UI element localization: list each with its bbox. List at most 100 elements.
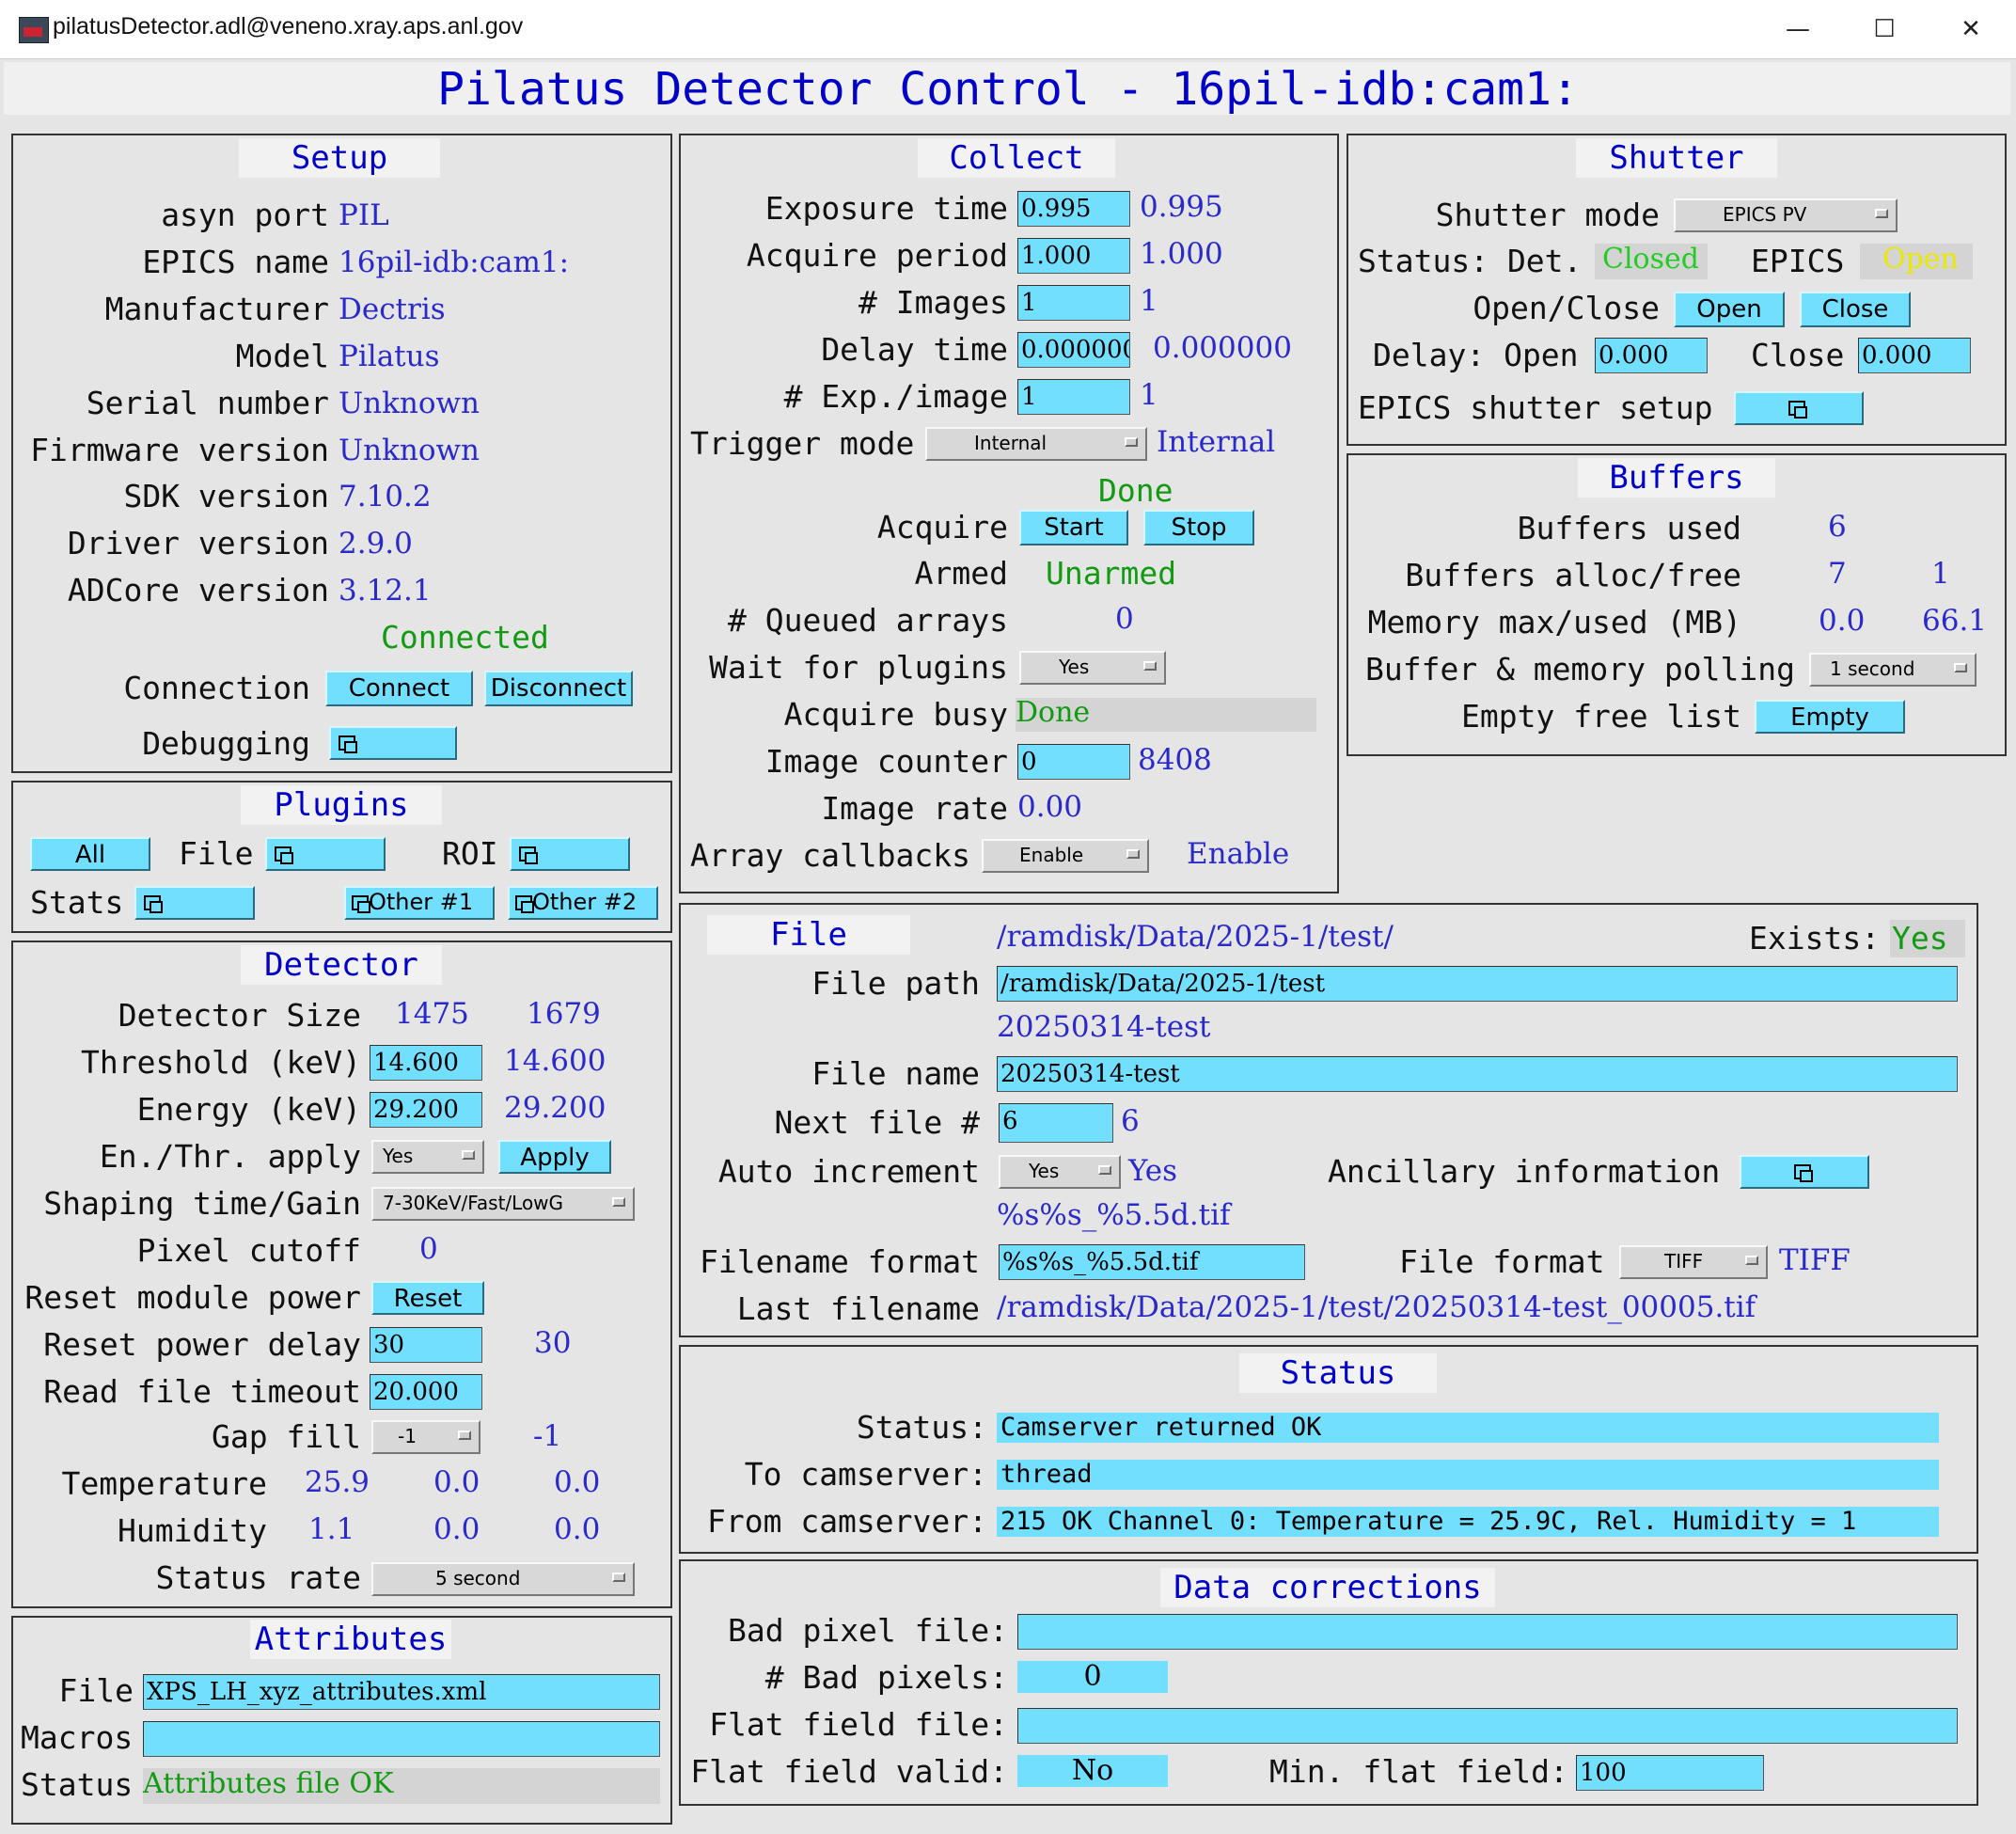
epics-status-box xyxy=(1860,244,1973,279)
bad-pixel-file-input[interactable] xyxy=(1017,1614,1958,1650)
num-images-label: # Images xyxy=(858,284,1008,321)
trigger-mode-menu[interactable]: Internal xyxy=(925,427,1147,461)
related-display-icon xyxy=(1788,401,1807,419)
status-message: Camserver returned OK xyxy=(997,1413,1939,1443)
stop-button[interactable]: Stop xyxy=(1143,510,1254,545)
status-label: Status: xyxy=(856,1409,987,1446)
threshold-input[interactable]: 14.600 xyxy=(370,1045,482,1081)
manufacturer-value: Dectris xyxy=(339,292,446,326)
plugins-stats-related-display[interactable] xyxy=(134,886,255,920)
num-images-input[interactable]: 1 xyxy=(1017,285,1130,321)
reset-delay-input[interactable]: 30 xyxy=(370,1327,482,1363)
file-format-menu[interactable]: TIFF xyxy=(1619,1245,1768,1279)
status-rate-menu[interactable]: 5 second xyxy=(371,1562,635,1596)
to-camserver-label: To camserver: xyxy=(744,1456,987,1493)
read-timeout-input[interactable]: 20.000 xyxy=(370,1374,482,1410)
acquire-period-input[interactable]: 1.000 xyxy=(1017,238,1130,274)
delay-close-input[interactable]: 0.000 xyxy=(1858,338,1971,373)
shaping-menu[interactable]: 7-30KeV/Fast/LowG xyxy=(371,1187,635,1221)
detector-size-label: Detector Size xyxy=(118,997,361,1034)
file-path-readback: /ramdisk/Data/2025-1/test/ xyxy=(997,920,1394,954)
shutter-mode-menu[interactable]: EPICS PV xyxy=(1674,198,1898,232)
flat-field-valid-label: Flat field valid: xyxy=(690,1753,1008,1790)
shutter-status-label: Status: Det. xyxy=(1358,243,1583,279)
related-display-icon xyxy=(519,846,538,864)
exists-box xyxy=(1890,920,1965,957)
shaping-label: Shaping time/Gain xyxy=(43,1185,361,1222)
auto-increment-menu[interactable]: Yes xyxy=(999,1155,1121,1189)
minimize-icon[interactable]: — xyxy=(1786,15,1810,43)
shutter-setup-label: EPICS shutter setup xyxy=(1358,389,1713,426)
attributes-status: Attributes file OK xyxy=(143,1767,394,1800)
driver-version-value: 2.9.0 xyxy=(339,527,413,561)
polling-menu[interactable]: 1 second xyxy=(1809,653,1977,687)
empty-button[interactable]: Empty xyxy=(1755,700,1905,734)
temperature-label: Temperature xyxy=(61,1465,267,1502)
attributes-file-input[interactable]: XPS_LH_xyz_attributes.xml xyxy=(143,1674,660,1710)
apply-button[interactable]: Apply xyxy=(498,1140,611,1174)
en-thr-apply-menu[interactable]: Yes xyxy=(371,1140,484,1174)
buffers-alloc-label: Buffers alloc/free xyxy=(1405,557,1741,593)
plugins-file-related-display[interactable] xyxy=(265,837,386,871)
file-name-input[interactable]: 20250314-test xyxy=(997,1056,1958,1092)
min-flat-field-input[interactable]: 100 xyxy=(1576,1755,1764,1791)
close-icon[interactable]: ✕ xyxy=(1961,15,1981,43)
file-path-input[interactable]: /ramdisk/Data/2025-1/test xyxy=(997,966,1958,1002)
acquire-busy-label: Acquire busy xyxy=(783,696,1008,733)
window-title: pilatusDetector.adl@veneno.xray.aps.anl.… xyxy=(53,13,524,40)
image-rate-label: Image rate xyxy=(821,790,1008,827)
gap-fill-menu[interactable]: -1 xyxy=(371,1420,480,1454)
shutter-open-button[interactable]: Open xyxy=(1674,292,1785,327)
filename-format-input[interactable]: %s%s_%5.5d.tif xyxy=(999,1244,1305,1280)
wait-for-plugins-menu[interactable]: Yes xyxy=(1019,651,1166,685)
plugins-other1-related-display[interactable]: Other #1 xyxy=(344,886,495,920)
humidity-1: 1.1 xyxy=(308,1512,355,1546)
disconnect-button[interactable]: Disconnect xyxy=(484,671,633,706)
next-file-label: Next file # xyxy=(774,1104,980,1141)
queued-arrays-label: # Queued arrays xyxy=(727,602,1008,639)
delay-time-input[interactable]: 0.000000 xyxy=(1017,332,1130,368)
array-callbacks-menu[interactable]: Enable xyxy=(982,839,1149,873)
delay-open-input[interactable]: 0.000 xyxy=(1595,338,1708,373)
plugins-roi-label: ROI xyxy=(442,835,498,872)
connection-status: Connected xyxy=(381,619,549,656)
en-thr-apply-label: En./Thr. apply xyxy=(99,1138,361,1175)
reset-delay-readback: 30 xyxy=(534,1326,572,1360)
shutter-title: Shutter xyxy=(1576,138,1777,178)
reset-button[interactable]: Reset xyxy=(371,1281,484,1315)
start-button[interactable]: Start xyxy=(1019,510,1128,545)
menu-indicator-icon xyxy=(458,1431,471,1440)
image-rate-value: 0.00 xyxy=(1017,790,1083,824)
plugins-all-button[interactable]: All xyxy=(30,837,150,871)
delay-open-label: Delay: Open xyxy=(1373,337,1579,373)
plugins-other2-related-display[interactable]: Other #2 xyxy=(508,886,658,920)
asyn-port-label: asyn port xyxy=(161,197,329,233)
energy-input[interactable]: 29.200 xyxy=(370,1092,482,1128)
epics-name-value: 16pil-idb:cam1: xyxy=(339,245,570,279)
shutter-setup-related-display[interactable] xyxy=(1734,391,1864,425)
energy-readback: 29.200 xyxy=(504,1091,606,1125)
array-callbacks-readback: Enable xyxy=(1187,837,1290,871)
debugging-related-display[interactable] xyxy=(329,726,457,760)
buffers-used-label: Buffers used xyxy=(1517,510,1741,546)
exposure-time-input[interactable]: 0.995 xyxy=(1017,191,1130,227)
armed-status: Unarmed xyxy=(1046,555,1177,592)
next-file-input[interactable]: 6 xyxy=(999,1103,1113,1143)
energy-label: Energy (keV) xyxy=(136,1091,361,1128)
menu-text: 5 second xyxy=(435,1567,521,1589)
shutter-close-button[interactable]: Close xyxy=(1800,292,1911,327)
menu-text: 1 second xyxy=(1830,657,1915,680)
flat-field-file-input[interactable] xyxy=(1017,1708,1958,1744)
exp-per-image-input[interactable]: 1 xyxy=(1017,379,1130,415)
ancillary-info-related-display[interactable] xyxy=(1740,1155,1869,1189)
flat-field-file-label: Flat field file: xyxy=(709,1706,1008,1743)
maximize-icon[interactable]: ☐ xyxy=(1873,15,1896,43)
connect-button[interactable]: Connect xyxy=(325,671,473,706)
other2-label: Other #2 xyxy=(532,889,638,915)
macros-input[interactable] xyxy=(143,1721,660,1757)
temperature-1: 25.9 xyxy=(305,1465,370,1499)
plugins-roi-related-display[interactable] xyxy=(510,837,630,871)
image-counter-input[interactable]: 0 xyxy=(1017,744,1130,780)
setup-title: Setup xyxy=(239,138,440,178)
humidity-label: Humidity xyxy=(118,1512,267,1549)
